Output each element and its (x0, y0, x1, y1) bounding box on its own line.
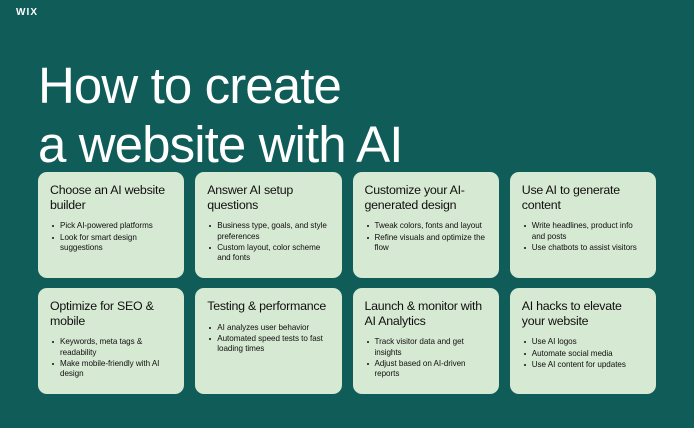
step-card-title: Answer AI setup questions (207, 183, 294, 212)
steps-card-grid: Choose an AI website builder Pick AI-pow… (38, 172, 656, 394)
step-card-8: AI hacks to elevate your website Use AI … (509, 288, 656, 394)
list-item: Keywords, meta tags & readability (50, 337, 172, 358)
step-card-title: AI hacks to elevate your website (521, 299, 622, 328)
step-card-5: Optimize for SEO & mobile Keywords, meta… (38, 288, 185, 394)
list-item: AI analyzes user behavior (207, 323, 329, 333)
step-card-bullet-list: AI analyzes user behavior Automated spee… (207, 323, 329, 355)
step-card-4: Use AI to generate content Write headlin… (509, 172, 656, 278)
step-card-1: Choose an AI website builder Pick AI-pow… (38, 172, 185, 278)
step-card-2: Answer AI setup questions Business type,… (195, 172, 342, 278)
list-item: Pick AI-powered platforms (50, 221, 172, 231)
wix-logo: WIX (16, 7, 39, 18)
step-card-title: Testing & performance (207, 299, 326, 313)
step-card-bullet-list: Tweak colors, fonts and layout Refine vi… (365, 221, 487, 253)
step-card-title: Launch & monitor with AI Analytics (364, 299, 483, 328)
step-card-bullet-list: Keywords, meta tags & readability Make m… (50, 337, 172, 379)
step-card-bullet-list: Use AI logos Automate social media Use A… (522, 337, 644, 370)
step-card-bullet-list: Write headlines, product info and posts … (522, 221, 644, 253)
step-card-title: Choose an AI website builder (50, 183, 165, 212)
list-item: Use AI content for updates (522, 360, 644, 370)
list-item: Adjust based on AI-driven reports (365, 359, 487, 380)
list-item: Automate social media (522, 349, 644, 359)
list-item: Track visitor data and get insights (365, 337, 487, 358)
step-card-7: Launch & monitor with AI Analytics Track… (352, 288, 499, 394)
list-item: Write headlines, product info and posts (522, 221, 644, 242)
step-card-title: Use AI to generate content (521, 183, 620, 212)
step-card-bullet-list: Business type, goals, and style preferen… (207, 221, 329, 263)
list-item: Look for smart design suggestions (50, 233, 172, 254)
list-item: Tweak colors, fonts and layout (365, 221, 487, 231)
list-item: Refine visuals and optimize the flow (365, 233, 487, 254)
step-card-title: Optimize for SEO & mobile (50, 299, 154, 328)
step-card-3: Customize your AI-generated design Tweak… (352, 172, 499, 278)
step-card-6: Testing & performance AI analyzes user b… (195, 288, 342, 394)
list-item: Use chatbots to assist visitors (522, 243, 644, 253)
page-title: How to create a website with AI (38, 57, 403, 174)
list-item: Business type, goals, and style preferen… (207, 221, 329, 242)
step-card-bullet-list: Pick AI-powered platforms Look for smart… (50, 221, 172, 253)
step-card-title: Customize your AI-generated design (364, 183, 465, 212)
list-item: Use AI logos (522, 337, 644, 347)
step-card-bullet-list: Track visitor data and get insights Adju… (365, 337, 487, 379)
list-item: Custom layout, color scheme and fonts (207, 243, 329, 264)
list-item: Automated speed tests to fast loading ti… (207, 334, 329, 355)
list-item: Make mobile-friendly with AI design (50, 359, 172, 380)
